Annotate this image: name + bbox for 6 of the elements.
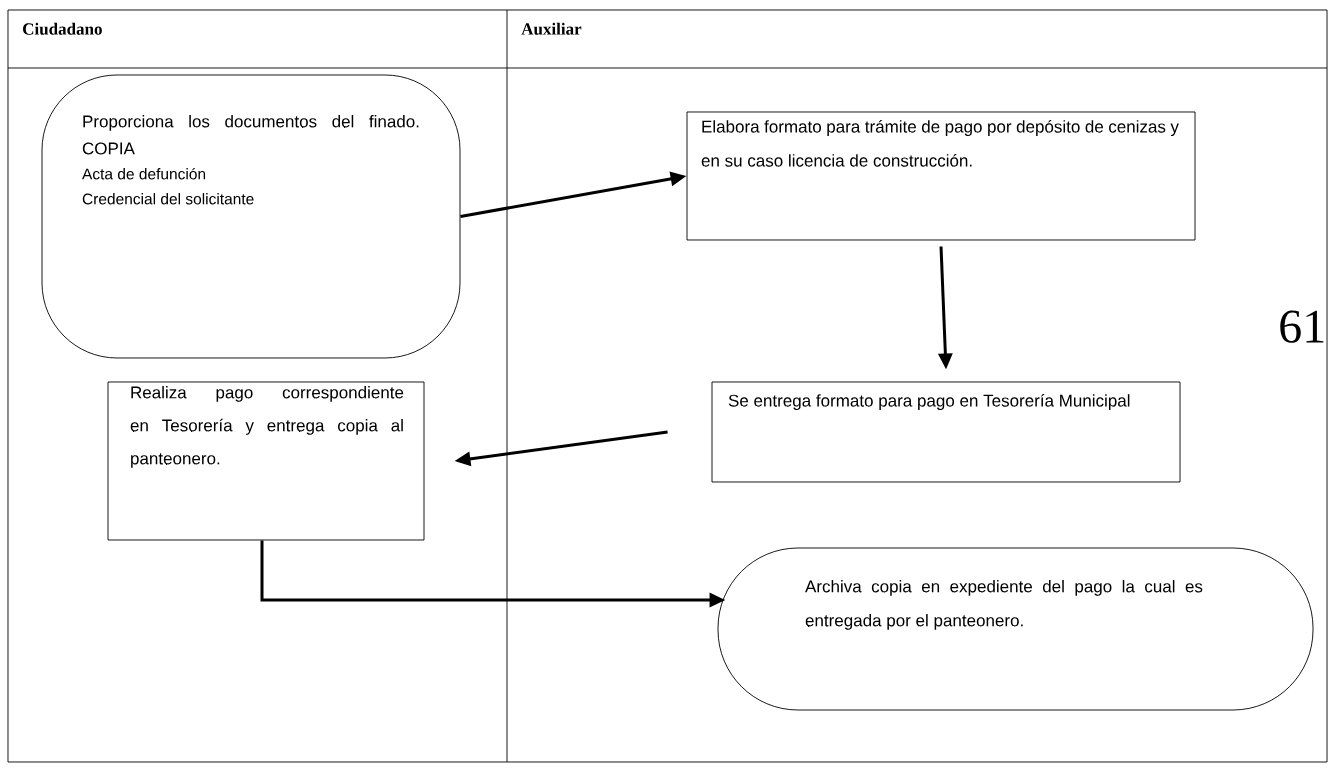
page-number: 61 (1280, 310, 1324, 343)
lane-header: Ciudadano (23, 22, 102, 35)
process-box: Elabora formato para trámite de pago por depósito de cenizas y en su caso licencia de construcción. (686, 111, 1196, 241)
process-box: Se entrega formato para pago en Tesorería Municipal (711, 381, 1181, 483)
process-box: Realiza pago correspondiente en Tesorería y entrega copia al panteonero. (107, 381, 425, 541)
lane-header: Auxiliar (521, 22, 582, 35)
